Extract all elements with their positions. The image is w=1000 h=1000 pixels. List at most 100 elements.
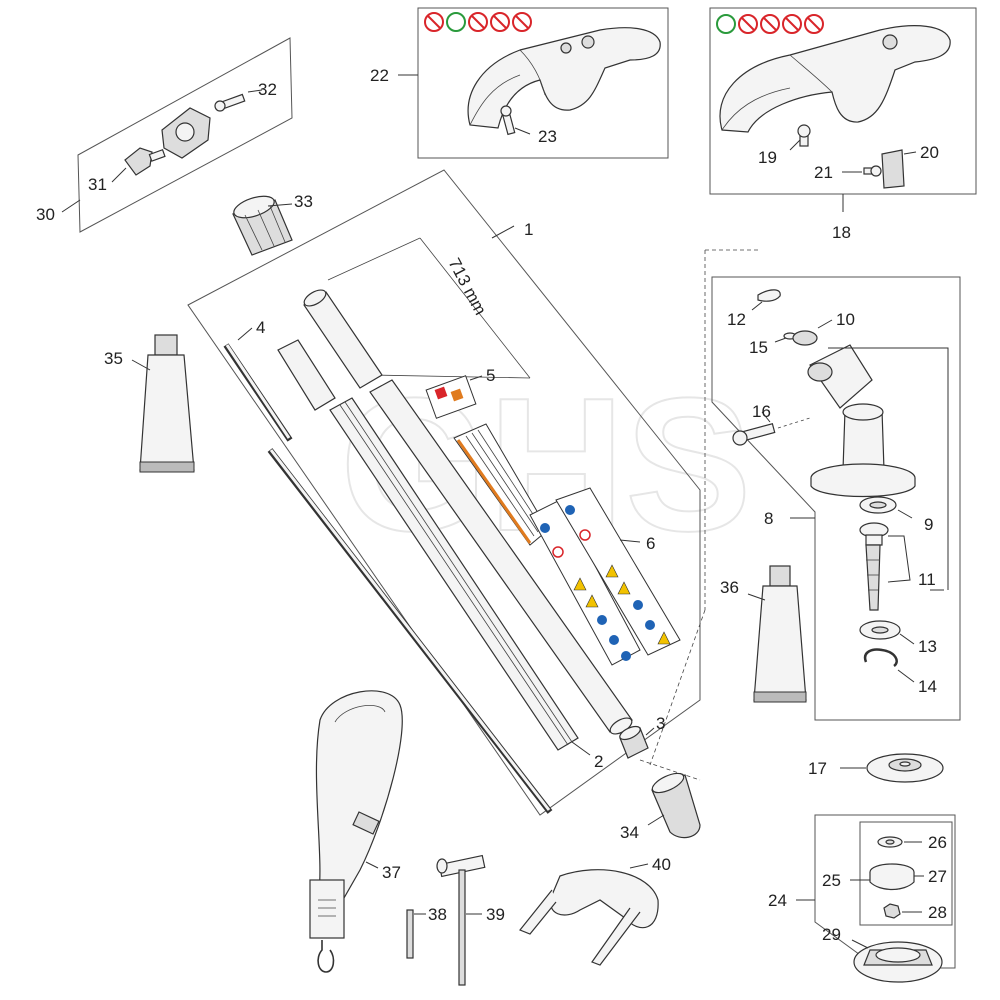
part-40-safety-glasses [519,863,659,966]
part-18-handle [719,25,951,133]
label-5: 5 [486,366,495,385]
leader-32 [247,89,263,93]
leader-19 [789,139,801,151]
part-23-screw [500,105,516,136]
mandatory-icon [621,651,631,661]
label-13: 13 [918,637,937,656]
part-34-cap [647,772,701,839]
part-9-bearing [859,496,913,519]
group-22 [398,7,669,159]
label-30: 30 [36,205,55,224]
label-18: 18 [832,223,851,242]
leader-1 [491,225,515,239]
label-23: 23 [538,127,557,146]
label-26: 26 [928,833,947,852]
label-29: 29 [822,925,841,944]
mandatory-icon [633,600,643,610]
leader-23 [514,127,531,135]
label-3: 3 [656,714,665,733]
label-21: 21 [814,163,833,182]
label-36: 36 [720,578,739,597]
leader-15 [774,337,787,343]
part-10-bushing [792,319,833,346]
part-36-grease-tube [747,565,807,703]
part-27-cap [869,863,924,891]
part-32-screw [214,93,246,112]
group-24 [796,814,956,983]
mandatory-icon [597,615,607,625]
label-25: 25 [822,871,841,890]
leader-31 [111,167,127,183]
leader-37 [365,861,379,869]
mandatory-icon [565,505,575,515]
prohibit-icon [490,12,510,32]
group-18 [709,7,977,212]
box-18-symbol-row [716,14,824,34]
leader-10 [817,319,833,329]
leader-9 [897,509,913,519]
label-9: 9 [924,515,933,534]
label-10: 10 [836,310,855,329]
prohibit-icon [760,14,780,34]
box-8-frame [711,276,961,721]
label-20: 20 [920,143,939,162]
part-11-spindle [859,522,944,611]
label-8: 8 [764,509,773,528]
part-4-drive-shaft [223,327,553,814]
label-28: 28 [928,903,947,922]
prohibit-icon [804,14,824,34]
leader-bracket-8 [828,347,949,590]
label-39: 39 [486,905,505,924]
leader-14 [897,669,915,683]
prohibit-icon [424,12,444,32]
part-5-decal [425,375,483,419]
part-39-combination-wrench [436,854,486,986]
part-20-sticker [881,149,905,189]
label-34: 34 [620,823,639,842]
part-14-circlip [863,648,915,683]
warning-icon [573,577,587,591]
leader-29 [851,939,869,949]
part-12-clip [751,289,781,311]
prohibit-icon [738,14,758,34]
mandatory-icon [540,523,550,533]
stripe-decal [453,423,549,546]
prohibit-icon [512,12,532,32]
label-12: 12 [727,310,746,329]
part-6-warning-decals [529,487,681,666]
label-40: 40 [652,855,671,874]
mandatory-icon [609,635,619,645]
part-3-plug [619,725,655,759]
part-19-screw [797,124,811,147]
part-35-grease-tube [131,334,195,473]
part-13-bearing [859,620,915,645]
part-1-drive-tube [303,289,633,735]
label-19: 19 [758,148,777,167]
leader-33 [267,203,293,207]
ok-icon [446,12,466,32]
part-number-labels: 1 2 3 4 5 6 8 9 10 11 12 13 14 15 16 17 … [36,66,947,944]
part-38-pin [406,909,426,959]
leader-5 [469,375,483,381]
leader-13 [899,633,915,645]
label-11: 11 [918,570,936,589]
dimension-label: 713 mm [444,255,490,318]
leader-3 [645,727,655,736]
part-29-protector [851,939,943,983]
box-25-frame [859,821,953,926]
prohibit-icon [552,546,564,558]
box-30-frame [77,37,293,233]
part-8-gear-head [807,344,916,498]
label-33: 33 [294,192,313,211]
label-38: 38 [428,905,447,924]
label-1: 1 [524,220,533,239]
label-24: 24 [768,891,787,910]
leader-11 [887,535,911,583]
warning-icon [585,594,599,608]
label-35: 35 [104,349,123,368]
label-31: 31 [88,175,107,194]
leader-36 [747,593,766,601]
mandatory-icon [645,620,655,630]
part-2-shaft-liner [277,339,591,756]
